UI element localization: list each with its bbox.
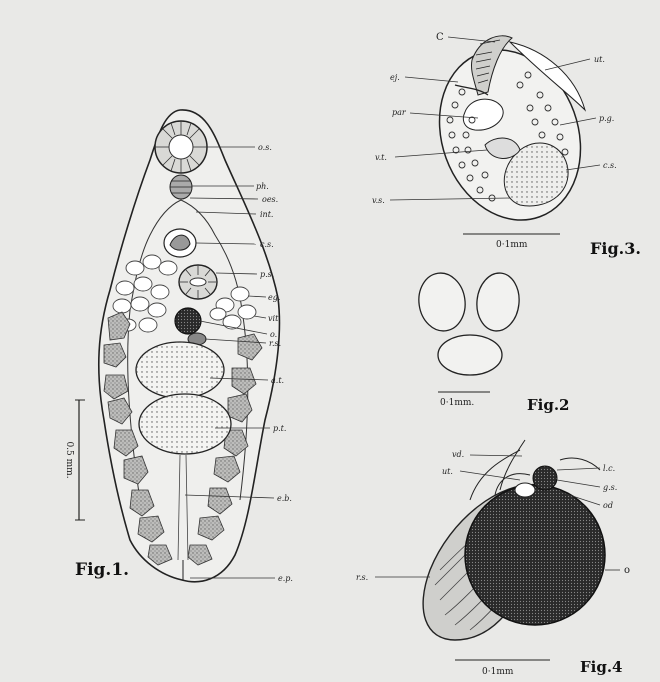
fig4-label-rs: r.s. xyxy=(356,573,368,582)
fig3-label-vs: v.s. xyxy=(372,196,385,205)
fig1-label-ph: ph. xyxy=(256,182,269,191)
fig1-label-oes: oes. xyxy=(262,195,278,204)
fig1-caption: Fig.1. xyxy=(75,560,129,580)
fig2-eggs xyxy=(415,270,522,375)
fig3-cirrus-sac xyxy=(416,30,603,240)
fig1-label-rs: r.s. xyxy=(269,339,281,348)
fig3-caption: Fig.3. xyxy=(590,239,641,258)
fig4-label-o: o xyxy=(624,565,630,576)
fig3-scale-label: 0·1mm xyxy=(496,240,528,250)
fig1-label-at: a.t. xyxy=(271,376,284,385)
fig1-label-ep: e.p. xyxy=(278,574,293,583)
fig3-label-pg: p.g. xyxy=(599,114,614,123)
fig1-label-os: o.s. xyxy=(258,143,272,152)
fig4-label-lc: l.c. xyxy=(603,464,615,473)
fig3-label-ut: ut. xyxy=(594,55,605,64)
fig1-label-int: int. xyxy=(260,210,273,219)
fig3-label-par: par xyxy=(392,108,407,117)
fig4-caption: Fig.4 xyxy=(580,658,623,676)
fig1-scale-label: 0.5 mm. xyxy=(64,441,74,478)
fig1-label-vit: vit. xyxy=(268,314,281,323)
fig1-worm xyxy=(75,110,279,582)
fig1-label-pt: p.t. xyxy=(273,424,286,433)
fig1-label-cs: c.s. xyxy=(260,240,274,249)
fig4-label-ut: ut. xyxy=(442,467,453,476)
fig3-label-c: C xyxy=(436,32,444,43)
fig2-caption: Fig.2 xyxy=(527,396,570,414)
fig3-label-vt: v.t. xyxy=(375,153,387,162)
fig4-label-vd: vd. xyxy=(452,450,464,459)
fig1-label-o: o. xyxy=(270,330,277,339)
fig4-scale-label: 0·1mm xyxy=(482,667,514,677)
fig1-label-eg: eg. xyxy=(268,293,280,302)
fig3-label-cs: c.s. xyxy=(603,161,617,170)
fig2-scale-label: 0·1mm. xyxy=(440,398,474,408)
fig4-label-od: od xyxy=(603,501,613,510)
fig1-label-eb: e.b. xyxy=(277,494,292,503)
fig1-label-ps: p.s. xyxy=(260,270,274,279)
fig3-label-ej: ej. xyxy=(390,73,400,82)
fig4-label-gs: g.s. xyxy=(603,483,617,492)
